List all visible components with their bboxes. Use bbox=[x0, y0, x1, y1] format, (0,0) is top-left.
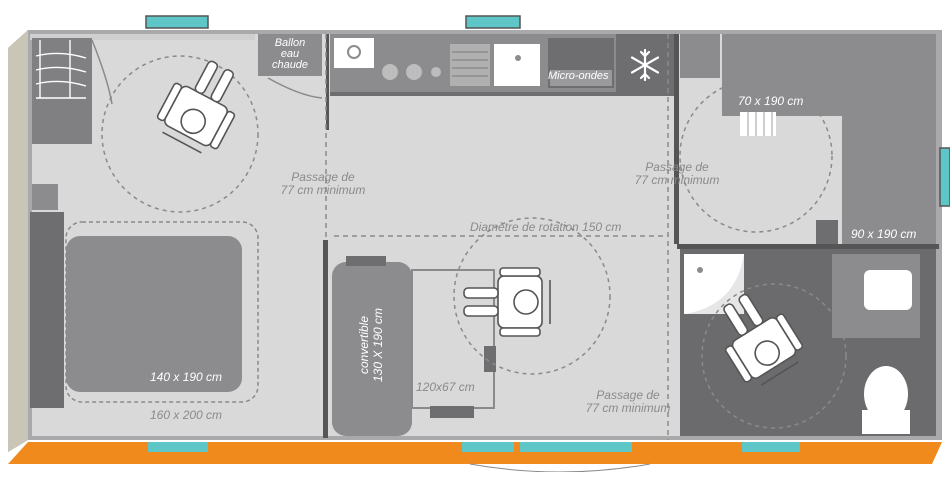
partition-right-top bbox=[674, 34, 679, 244]
passage-label-right: Passage de 77 cm minimum bbox=[622, 161, 732, 187]
window-bottom-4 bbox=[742, 442, 800, 452]
bed-ladder bbox=[740, 112, 776, 136]
ballon-label-line1: Ballon bbox=[274, 37, 306, 49]
window-top-left bbox=[145, 15, 209, 29]
door-swing-ballon bbox=[267, 77, 323, 99]
chair-bottom bbox=[430, 406, 474, 418]
sink-drainer bbox=[450, 44, 490, 86]
window-top-center bbox=[465, 15, 521, 29]
hob-ring-1 bbox=[382, 64, 398, 80]
sink-basin bbox=[494, 44, 540, 86]
chair-right bbox=[484, 346, 496, 372]
passage-label-bottom: Passage de 77 cm minimum bbox=[568, 389, 688, 415]
bed-main bbox=[66, 236, 242, 392]
bed-right bbox=[842, 116, 936, 244]
passage-bottom-line2: 77 cm minimum bbox=[585, 401, 671, 415]
nightstand-left bbox=[32, 184, 58, 210]
window-bottom-1 bbox=[148, 442, 208, 452]
window-right bbox=[939, 147, 950, 207]
left-wall-face bbox=[8, 30, 28, 452]
terrace-strip bbox=[8, 442, 942, 464]
passage-left-line1: Passage de bbox=[291, 170, 355, 184]
bed-right-size-label: 90 x 190 cm bbox=[851, 227, 917, 241]
bed-top-right bbox=[722, 34, 936, 116]
wardrobe-right bbox=[680, 34, 720, 78]
sofa-label: convertible 130 X 190 cm bbox=[357, 295, 387, 395]
door-swing-bottom bbox=[469, 463, 651, 473]
bed-main-size-label: 140 x 190 cm bbox=[150, 370, 223, 384]
rotation-circle-top-left bbox=[101, 55, 259, 213]
bed-main-outer-size-label: 160 x 200 cm bbox=[150, 408, 223, 422]
wall-bedroom-left bbox=[30, 212, 64, 408]
sofa-label-line1: convertible bbox=[357, 315, 371, 375]
shower-drain bbox=[697, 267, 703, 273]
sink-drain bbox=[515, 55, 521, 61]
sofa-cushion bbox=[346, 256, 386, 266]
passage-label-left: Passage de 77 cm minimum bbox=[268, 171, 378, 197]
hob-burner bbox=[347, 45, 361, 59]
ballon-label: Ballon eau chaude bbox=[262, 38, 318, 71]
snowflake-icon bbox=[630, 48, 660, 82]
passage-right-line2: 77 cm minimum bbox=[634, 173, 720, 187]
table-size-label: 120x67 cm bbox=[416, 380, 475, 394]
rotation-circle-bath bbox=[701, 283, 847, 429]
ballon-label-line2: eau bbox=[280, 48, 300, 60]
window-bottom-3 bbox=[520, 442, 632, 452]
wall-top-left-room bbox=[30, 34, 255, 40]
passage-bottom-line1: Passage de bbox=[596, 388, 660, 402]
partition-bath bbox=[677, 244, 939, 249]
bed-top-right-size-label: 70 x 190 cm bbox=[738, 94, 804, 108]
passage-left-line2: 77 cm minimum bbox=[280, 183, 366, 197]
partition-kitchen bbox=[326, 34, 329, 130]
rotation-diameter-label: Diamètre de rotation 150 cm bbox=[470, 220, 622, 234]
hob-top bbox=[334, 38, 374, 68]
window-bottom-2 bbox=[462, 442, 514, 452]
ballon-unit bbox=[258, 34, 322, 76]
washbasin-bowl bbox=[864, 270, 912, 310]
hob-ring-2 bbox=[406, 64, 422, 80]
passage-right-line1: Passage de bbox=[645, 160, 709, 174]
partition-center-left bbox=[323, 240, 328, 438]
sofa bbox=[332, 262, 412, 436]
bed-main-outer bbox=[65, 221, 259, 403]
microwave-door bbox=[550, 70, 612, 86]
rotation-circle-right bbox=[679, 79, 833, 233]
ballon-label-line3: chaude bbox=[271, 59, 309, 71]
rotation-circle-center bbox=[453, 217, 611, 375]
sofa-label-line2: 130 X 190 cm bbox=[371, 307, 385, 383]
hob-ring-3 bbox=[431, 67, 441, 77]
door-swing-wardrobe bbox=[91, 39, 113, 105]
toilet-bowl bbox=[864, 366, 908, 422]
kitchen-backsplash bbox=[330, 92, 674, 96]
micro-ondes-label: Micro-ondes bbox=[548, 70, 609, 82]
nightstand-right bbox=[816, 220, 838, 244]
wardrobe bbox=[32, 38, 92, 144]
